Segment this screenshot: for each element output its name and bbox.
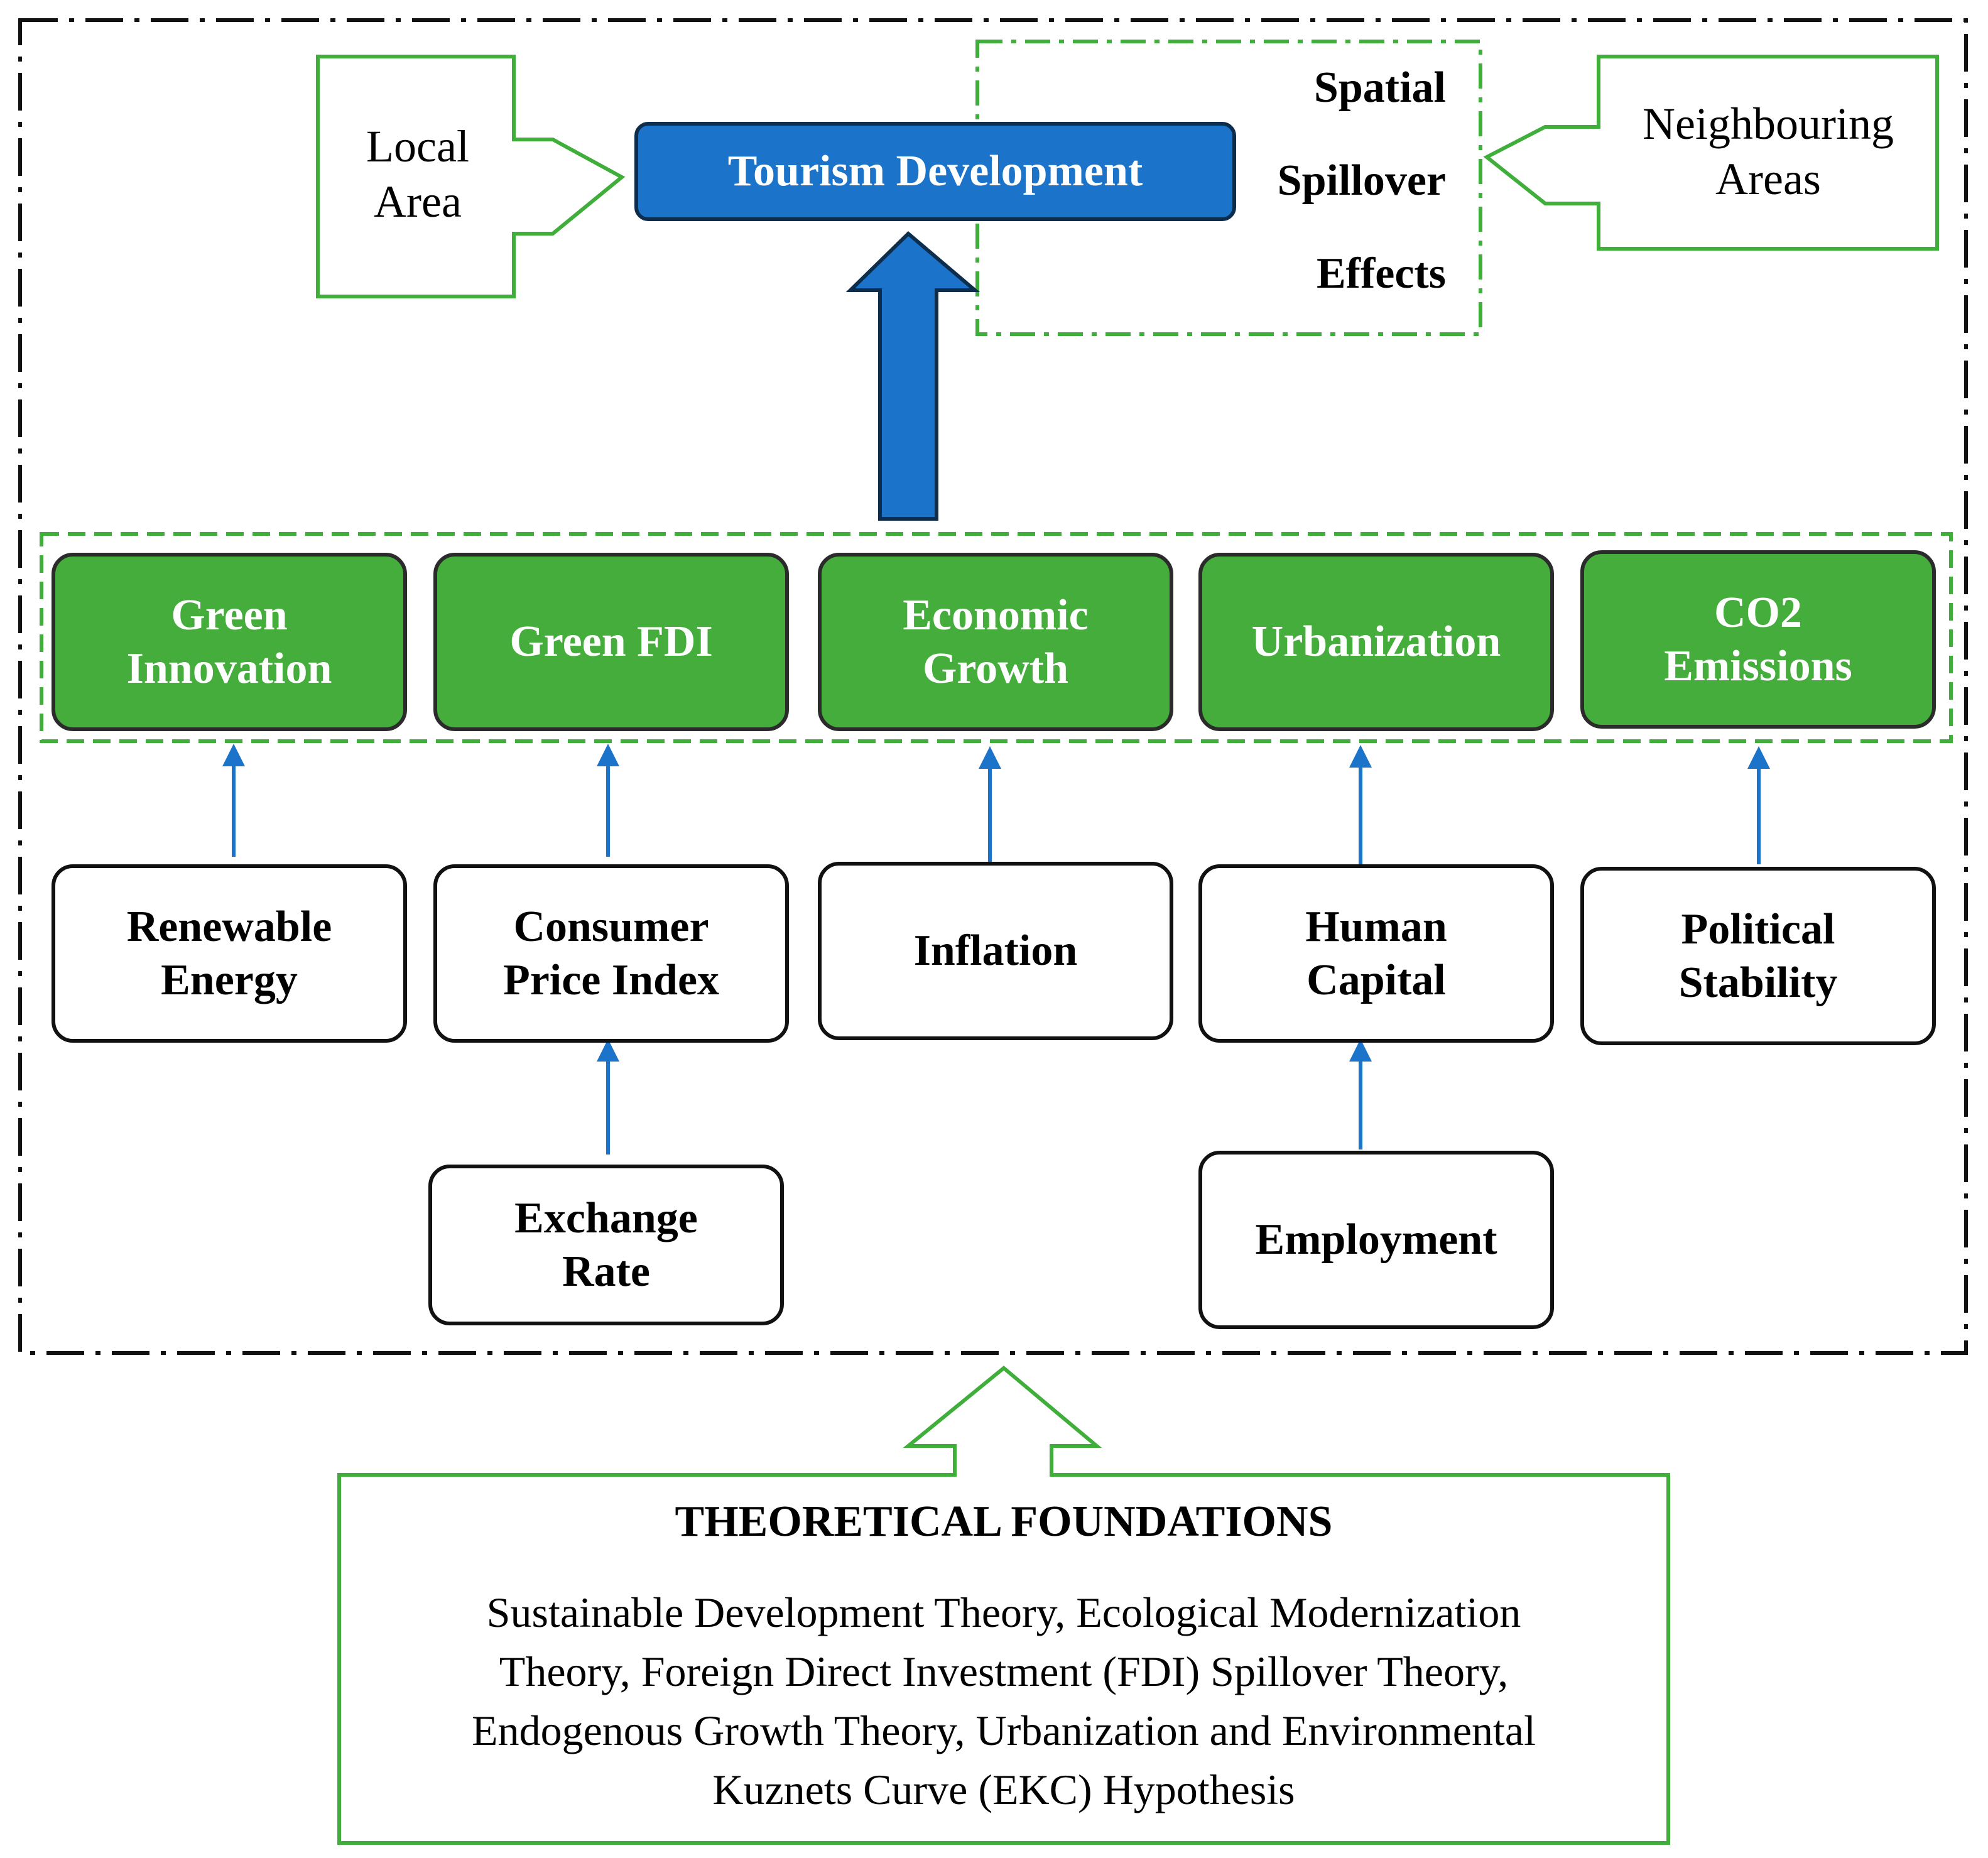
neighbouring-areas-arrow-shape: [1483, 55, 1939, 251]
urbanization-box: Urbanization: [1198, 553, 1554, 731]
renewable-energy-box: Renewable Energy: [52, 864, 407, 1043]
economic-growth-box: Economic Growth: [818, 553, 1173, 731]
urbanization-label: Urbanization: [1251, 617, 1501, 666]
human-capital-label: Human Capital: [1305, 902, 1447, 1004]
consumer-price-index-label: Consumer Price Index: [502, 902, 720, 1004]
co2-emissions-box: CO2 Emissions: [1580, 550, 1936, 729]
neighbouring-areas-label: Neighbouring Areas: [1643, 99, 1894, 204]
outer-frame: [18, 18, 1968, 1355]
renewable-energy-label: Renewable Energy: [126, 902, 332, 1004]
employment-box: Employment: [1198, 1151, 1554, 1329]
exchange-rate-box: Exchange Rate: [428, 1165, 784, 1325]
green-fdi-label: Green FDI: [509, 617, 713, 666]
tourism-development-label: Tourism Development: [727, 147, 1143, 196]
employment-label: Employment: [1255, 1215, 1497, 1264]
human-capital-box: Human Capital: [1198, 864, 1554, 1043]
connector-arrows: [222, 744, 1770, 1154]
political-stability-label: Political Stability: [1678, 905, 1838, 1007]
main-up-arrow: [845, 231, 980, 521]
local-area-arrow-shape: [316, 55, 626, 298]
spillover-line-3: Effects: [1317, 249, 1446, 298]
local-area-label: Local Area: [366, 121, 469, 227]
foundations-body: Sustainable Development Theory, Ecologic…: [472, 1589, 1536, 1813]
green-innovation-label: Green Innovation: [126, 590, 332, 693]
exchange-rate-label: Exchange Rate: [514, 1193, 698, 1296]
economic-growth-label: Economic Growth: [903, 590, 1089, 693]
inflation-box: Inflation: [818, 862, 1173, 1040]
co2-emissions-label: CO2 Emissions: [1664, 588, 1852, 690]
spillover-line-1: Spatial: [1314, 63, 1446, 112]
spillover-line-2: Spillover: [1278, 156, 1446, 205]
consumer-price-index-box: Consumer Price Index: [433, 864, 789, 1043]
tourism-development-box: Tourism Development: [634, 122, 1236, 221]
inflation-label: Inflation: [913, 926, 1078, 975]
determinants-frame: [40, 532, 1953, 743]
green-innovation-box: Green Innovation: [52, 553, 407, 731]
green-fdi-box: Green FDI: [433, 553, 789, 731]
foundations-arrow-shape: [337, 1366, 1670, 1845]
political-stability-box: Political Stability: [1580, 867, 1936, 1045]
spillover-text: Spatial Spillover Effects: [1278, 63, 1446, 298]
foundations-heading: THEORETICAL FOUNDATIONS: [675, 1497, 1333, 1546]
